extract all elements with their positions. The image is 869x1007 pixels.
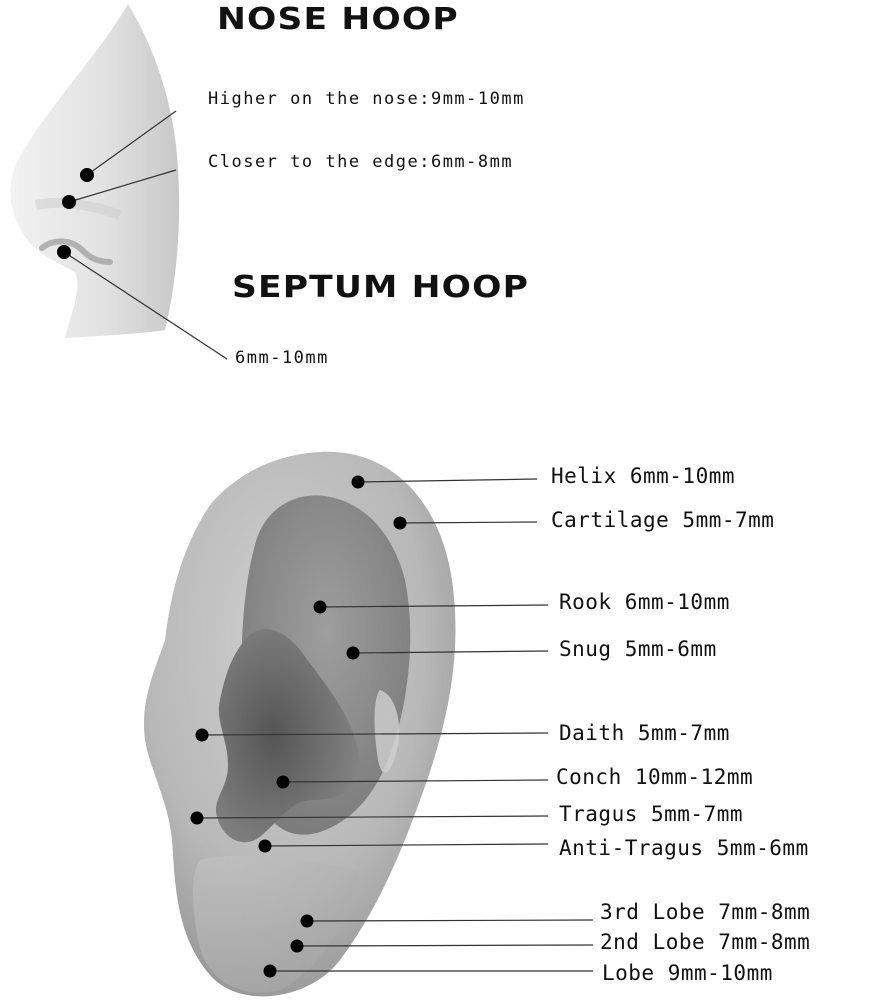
leader-line: [399, 521, 538, 524]
ear-illustration: [144, 451, 456, 997]
piercing-dot-nostril-edge: [62, 195, 76, 209]
nose-illustration: [10, 4, 180, 338]
piercing-dot-conch: [276, 775, 290, 789]
ear-label-anti-tragus: Anti-Tragus 5mm-6mm: [559, 836, 809, 860]
piercing-dot-daith: [195, 728, 209, 742]
nose-label-edge: Closer to the edge:6mm-8mm: [208, 152, 514, 172]
leader-line: [357, 478, 538, 483]
piercing-dot-lobe: [263, 964, 277, 978]
ear-label-tragus: Tragus 5mm-7mm: [559, 802, 744, 826]
piercing-dot-anti-tragus: [258, 839, 272, 853]
piercing-dot-3rd-lobe: [300, 914, 314, 928]
piercing-dot-snug: [346, 646, 360, 660]
leader-line: [196, 815, 549, 819]
nose-hoop-heading: NOSE HOOP: [217, 2, 459, 37]
ear-label-conch: Conch 10mm-12mm: [556, 765, 754, 789]
ear-label-rook: Rook 6mm-10mm: [559, 590, 730, 614]
leader-line: [282, 779, 549, 783]
ear-label-helix: Helix 6mm-10mm: [551, 464, 736, 488]
leader-line: [86, 110, 177, 176]
nose-label-higher: Higher on the nose:9mm-10mm: [208, 89, 525, 109]
piercing-dot-2nd-lobe: [290, 939, 304, 953]
leader-line: [264, 843, 549, 847]
leader-line: [63, 251, 228, 360]
piercing-dot-high-nostril: [80, 168, 94, 182]
leader-line: [319, 604, 549, 608]
septum-label: 6mm-10mm: [235, 348, 329, 368]
ear-label-lobe: Lobe 9mm-10mm: [602, 961, 773, 985]
ear-label-snug: Snug 5mm-6mm: [559, 637, 717, 661]
ear-label-cartilage: Cartilage 5mm-7mm: [551, 508, 775, 532]
leader-line: [352, 650, 549, 654]
leader-line: [306, 919, 594, 922]
leader-line: [201, 732, 549, 736]
piercing-dot-tragus: [190, 811, 204, 825]
leader-line: [296, 944, 594, 947]
piercing-dot-helix: [351, 475, 365, 489]
piercing-dot-rook: [313, 600, 327, 614]
piercing-dot-septum: [57, 245, 71, 259]
leader-line: [68, 169, 177, 203]
piercing-dot-cartilage: [393, 516, 407, 530]
ear-label-daith: Daith 5mm-7mm: [559, 721, 730, 745]
ear-label-3rd-lobe: 3rd Lobe 7mm-8mm: [600, 900, 811, 924]
ear-label-2nd-lobe: 2nd Lobe 7mm-8mm: [600, 930, 811, 954]
septum-hoop-heading: SEPTUM HOOP: [232, 270, 530, 305]
